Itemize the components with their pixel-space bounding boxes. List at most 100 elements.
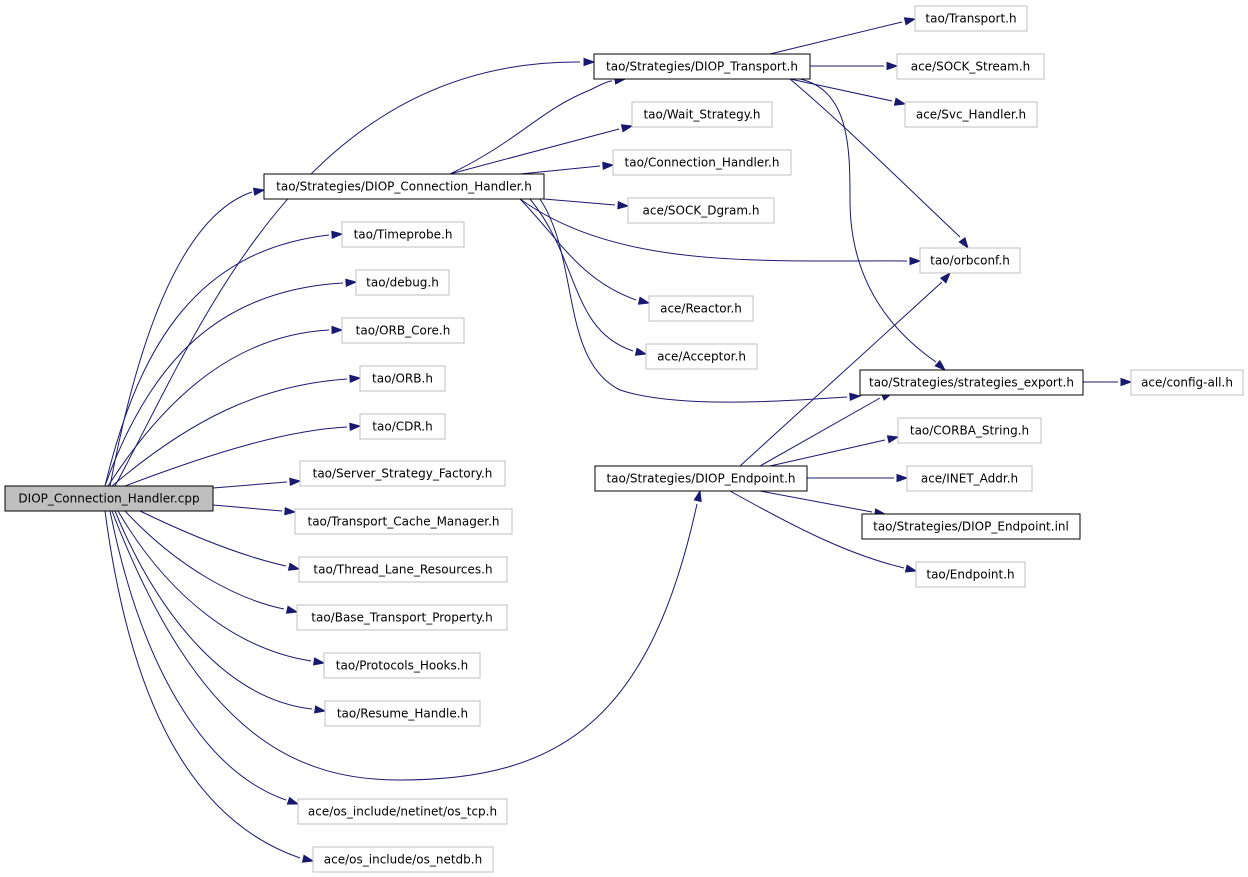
node-resume-handle[interactable]: tao/Resume_Handle.h [324, 700, 481, 727]
edge-root-to-diop_endpoint [111, 489, 702, 781]
node-label: tao/Timeprobe.h [354, 228, 453, 242]
node-tcm[interactable]: tao/Transport_Cache_Manager.h [294, 508, 513, 535]
node-label: tao/Server_Strategy_Factory.h [313, 467, 493, 481]
node-orbconf[interactable]: tao/orbconf.h [919, 247, 1021, 274]
edge-diop_transport-to-transport [769, 17, 917, 55]
edge-diop_endpoint-to-diop_endpoint_inl [759, 490, 887, 517]
edge-line [111, 503, 698, 781]
node-box [859, 369, 1084, 396]
edges-layer [104, 17, 1133, 863]
node-label: ace/INET_Addr.h [921, 472, 1018, 486]
node-debug[interactable]: tao/debug.h [355, 269, 450, 296]
edge-strategies_export-to-config_all [1083, 377, 1133, 387]
arrowhead [904, 564, 918, 573]
node-label: tao/ORB.h [372, 372, 433, 386]
node-os-tcp[interactable]: ace/os_include/netinet/os_tcp.h [297, 798, 508, 825]
edge-root-to-tlr [139, 510, 301, 571]
arrowhead [286, 796, 300, 805]
node-orb-core[interactable]: tao/ORB_Core.h [341, 317, 465, 344]
node-label: ace/Svc_Handler.h [916, 108, 1026, 122]
edge-diop_conn_h-to-orbconf [519, 198, 922, 266]
node-box [359, 413, 446, 440]
arrowhead [886, 435, 900, 444]
node-label: ace/SOCK_Dgram.h [643, 204, 760, 218]
edge-line [799, 78, 937, 363]
node-box [297, 798, 508, 825]
node-config-all[interactable]: ace/config-all.h [1130, 369, 1244, 396]
node-reactor[interactable]: ace/Reactor.h [648, 295, 754, 322]
node-diop-endpoint[interactable]: tao/Strategies/DIOP_Endpoint.h [594, 465, 808, 492]
node-label: tao/Transport_Cache_Manager.h [308, 515, 500, 529]
edge-line [104, 510, 301, 859]
edge-line [769, 21, 903, 55]
arrowhead [896, 473, 909, 483]
node-box [612, 149, 792, 176]
edge-line [104, 234, 330, 487]
edge-root-to-diop_transport [114, 57, 596, 487]
node-diop-endpoint-inl[interactable]: tao/Strategies/DIOP_Endpoint.inl [861, 513, 1081, 540]
node-box [341, 221, 465, 248]
edge-line [212, 481, 288, 489]
node-box [312, 846, 494, 873]
arrowhead [331, 325, 344, 335]
arrowhead [289, 477, 302, 486]
edge-diop_conn_h-to-reactor [519, 198, 651, 305]
edge-diop_endpoint-to-endpoint [729, 490, 918, 573]
arrowhead [602, 161, 615, 170]
arrowhead [617, 201, 630, 210]
node-label: tao/CDR.h [372, 420, 432, 434]
node-protocols-hooks[interactable]: tao/Protocols_Hooks.h [323, 652, 481, 679]
node-sock-dgram[interactable]: ace/SOCK_Dgram.h [627, 197, 775, 224]
arrowhead [939, 271, 952, 284]
node-tlr[interactable]: tao/Thread_Lane_Resources.h [298, 556, 508, 583]
edge-diop_transport-to-strategies_export [799, 78, 947, 372]
node-conn-handler[interactable]: tao/Connection_Handler.h [612, 149, 792, 176]
node-diop-transport[interactable]: tao/Strategies/DIOP_Transport.h [593, 53, 811, 80]
node-label: ace/Reactor.h [660, 302, 742, 316]
node-box [915, 561, 1026, 588]
edge-diop_transport-to-orbconf [789, 78, 969, 250]
node-label: tao/Resume_Handle.h [337, 707, 468, 721]
edge-root-to-orb [111, 374, 362, 487]
node-sock-stream[interactable]: ace/SOCK_Stream.h [896, 53, 1045, 80]
arrowhead [958, 237, 969, 250]
edge-line [104, 282, 344, 487]
node-acceptor[interactable]: ace/Acceptor.h [645, 343, 758, 370]
arrowhead [312, 657, 326, 666]
edge-line [449, 128, 620, 175]
node-cdr[interactable]: tao/CDR.h [359, 413, 446, 440]
edge-line [769, 439, 886, 467]
node-diop-conn-h[interactable]: tao/Strategies/DIOP_Connection_Handler.h [263, 173, 545, 200]
edge-line [124, 510, 285, 610]
node-timeprobe[interactable]: tao/Timeprobe.h [341, 221, 465, 248]
node-box [1130, 369, 1244, 396]
arrowhead [620, 124, 634, 133]
node-os-netdb[interactable]: ace/os_include/os_netdb.h [312, 846, 494, 873]
edge-diop_conn_h-to-sock_dgram [543, 198, 630, 210]
edge-root-to-orb_core [107, 325, 344, 487]
edge-root-to-resume_handle [114, 510, 327, 714]
node-label: tao/Wait_Strategy.h [643, 108, 760, 122]
node-btp[interactable]: tao/Base_Transport_Property.h [296, 604, 508, 631]
node-inet-addr[interactable]: ace/INET_Addr.h [906, 465, 1033, 492]
node-box [631, 101, 773, 128]
node-strategies-export[interactable]: tao/Strategies/strategies_export.h [859, 369, 1084, 396]
node-box [341, 317, 465, 344]
node-box [904, 101, 1038, 128]
arrowhead [349, 374, 362, 383]
arrowhead [909, 256, 922, 266]
node-svc-handler[interactable]: ace/Svc_Handler.h [904, 101, 1038, 128]
node-endpoint[interactable]: tao/Endpoint.h [915, 561, 1026, 588]
node-orb[interactable]: tao/ORB.h [359, 365, 446, 392]
node-transport[interactable]: tao/Transport.h [914, 5, 1028, 32]
node-box [914, 5, 1028, 32]
node-wait-strategy[interactable]: tao/Wait_Strategy.h [631, 101, 773, 128]
node-ssf[interactable]: tao/Server_Strategy_Factory.h [299, 460, 506, 487]
edge-diop_conn_h-to-wait_strategy [449, 124, 634, 175]
edge-diop_endpoint-to-orbconf [739, 271, 952, 467]
node-corba-string[interactable]: tao/CORBA_String.h [897, 417, 1042, 444]
arrowhead [252, 187, 266, 196]
arrowhead [1120, 377, 1133, 387]
node-box [324, 700, 481, 727]
node-label: tao/Strategies/strategies_export.h [869, 376, 1074, 390]
